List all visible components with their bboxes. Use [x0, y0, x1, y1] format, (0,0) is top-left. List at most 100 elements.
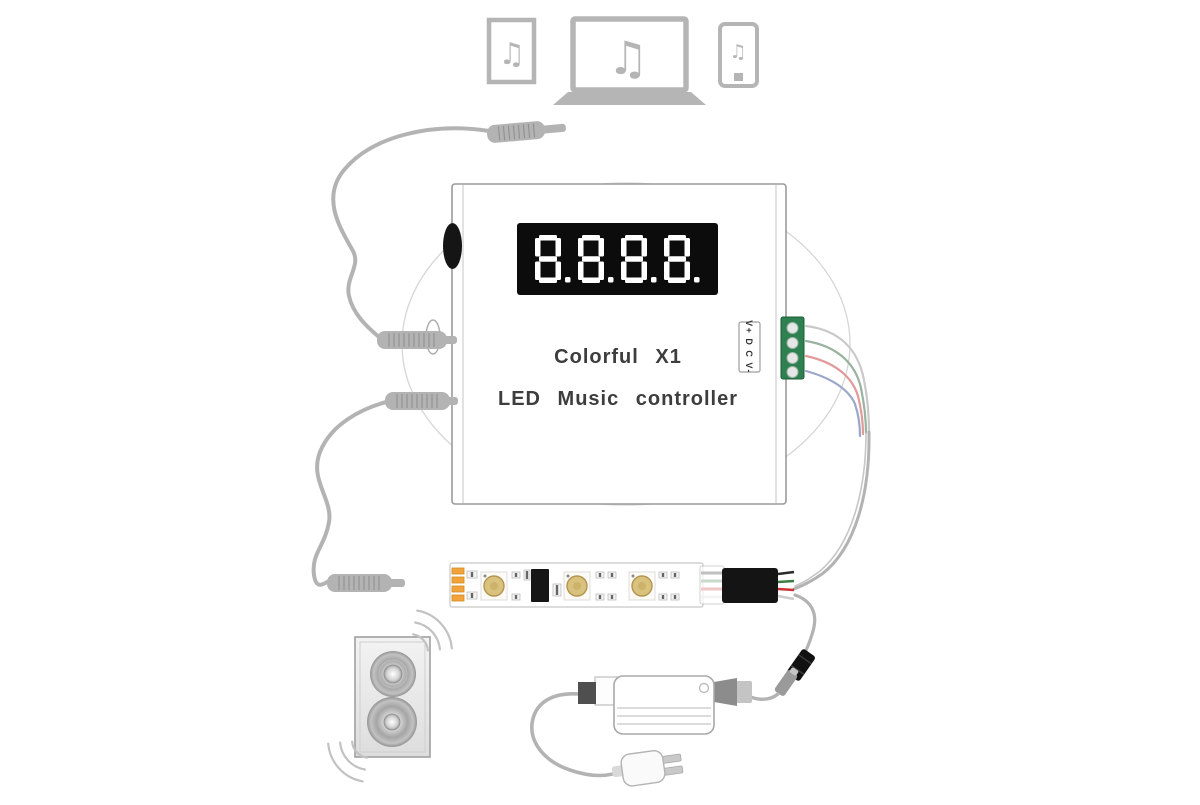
display-segment — [625, 235, 643, 241]
strip-output-wires — [777, 570, 795, 601]
led-die — [490, 582, 498, 590]
display-segment — [664, 238, 670, 257]
tablet-icon: ♫ — [486, 17, 537, 85]
terminal-wire — [804, 324, 871, 434]
tablet-music-note-icon: ♫ — [499, 37, 526, 72]
led-mark — [631, 574, 635, 578]
jack-barrel — [377, 331, 447, 349]
led-die — [638, 582, 646, 590]
adapter-output-collar — [736, 681, 752, 703]
audio-jack-source — [486, 121, 566, 143]
controller-box: Colorful X1 LED Music controller V+ D C … — [443, 183, 787, 505]
display-segment — [625, 256, 643, 262]
port-label-text: V+ D C V- — [744, 320, 754, 374]
adapter-indicator — [698, 682, 710, 694]
display-segment — [668, 256, 686, 262]
strip-pad — [451, 567, 465, 575]
strip-components — [451, 567, 680, 602]
strip-component-band — [525, 571, 529, 579]
display-segment — [539, 256, 557, 262]
adapter-output-plug — [714, 678, 737, 706]
jack-tip — [389, 579, 405, 587]
strip-component-band — [470, 572, 474, 577]
dc-barrel-connector — [774, 649, 815, 696]
power-adapter — [530, 675, 780, 787]
laptop-music-note-icon: ♫ — [607, 31, 648, 85]
terminal-screws — [786, 322, 799, 378]
strip-pad — [451, 576, 465, 584]
jack-tip — [444, 336, 457, 344]
phone-icon: ♫ — [718, 22, 759, 88]
display-segment — [664, 261, 670, 280]
display-decimal-point — [694, 277, 700, 283]
strip-ic-chip — [531, 569, 549, 602]
strip-pad — [451, 585, 465, 593]
wire-bundle-strand — [794, 432, 867, 587]
phone-music-note-icon: ♫ — [729, 41, 746, 63]
adapter-input-plug — [578, 682, 596, 704]
display-segment — [582, 235, 600, 241]
jack-ridge — [507, 125, 511, 140]
led-strip — [449, 562, 795, 608]
strip-component-band — [514, 573, 518, 577]
device-name-label: Colorful X1 — [554, 346, 682, 368]
source-icons: ♫ ♫ ♫ — [486, 16, 759, 105]
laptop-base — [553, 92, 706, 105]
terminal-screw — [786, 337, 799, 349]
wire-bundle — [792, 430, 871, 591]
sound-waves-top — [412, 609, 453, 652]
terminal-wire — [804, 354, 865, 436]
jack-tip — [541, 123, 566, 134]
display-segment — [621, 238, 627, 257]
display-segment — [535, 261, 541, 280]
display-segment — [582, 277, 600, 283]
strip-connector-sleeve — [722, 568, 778, 603]
display-segment — [578, 238, 584, 257]
terminal-screw — [786, 322, 799, 334]
jack-barrel — [486, 121, 546, 143]
display-segment — [668, 235, 686, 241]
display-segment — [668, 277, 686, 283]
laptop-icon: ♫ — [553, 16, 706, 105]
jack-ridge — [522, 124, 526, 139]
display-decimal-point — [565, 277, 571, 283]
strip-component-band — [470, 593, 474, 598]
adapter-body — [613, 675, 715, 735]
terminal-wires — [804, 324, 871, 438]
display-segment — [684, 261, 690, 280]
audio-jack-input — [377, 331, 457, 349]
led-mark — [483, 574, 487, 578]
audio-jack-output — [385, 392, 458, 410]
sound-waves-bottom — [327, 740, 368, 783]
terminal-screw — [786, 352, 799, 364]
display-segment — [539, 235, 557, 241]
terminal-screw — [786, 366, 799, 378]
display-segment — [621, 261, 627, 280]
display-segment — [539, 277, 557, 283]
terminal-block — [780, 316, 805, 380]
jack-ridge — [532, 123, 536, 138]
display-segment — [578, 261, 584, 280]
jack-ridge — [517, 124, 521, 139]
strip-component-band — [673, 595, 677, 599]
jack-ridge — [502, 126, 506, 141]
display-segment — [598, 238, 604, 257]
strip-component-band — [673, 573, 677, 577]
jack-ridge — [512, 125, 516, 140]
device-subtitle-label: LED Music controller — [498, 388, 738, 410]
terminal-wire — [804, 339, 868, 435]
audio-cable-2 — [311, 399, 392, 587]
terminal-wire — [804, 369, 862, 438]
audio-jack-speaker — [327, 574, 405, 592]
display-segment — [625, 277, 643, 283]
strip-component-band — [661, 573, 665, 577]
strip-component-band — [555, 585, 559, 595]
display-segment — [555, 238, 561, 257]
strip-pad — [451, 594, 465, 602]
strip-component-band — [610, 595, 614, 599]
display-segment — [555, 261, 561, 280]
display-segment — [535, 238, 541, 257]
led-mark — [566, 574, 570, 578]
audio-cable-1 — [331, 126, 491, 339]
